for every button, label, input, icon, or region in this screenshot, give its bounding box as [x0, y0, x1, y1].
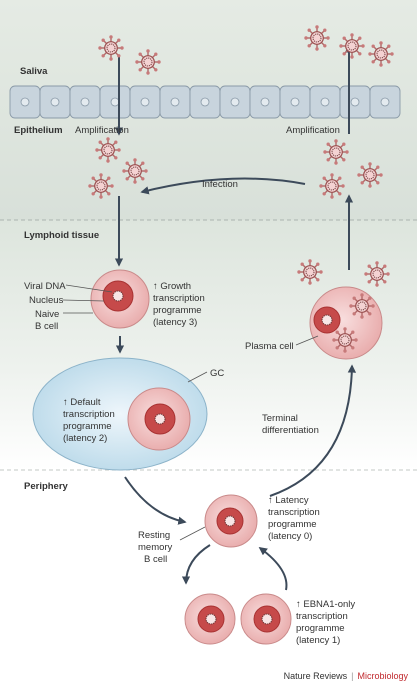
naive-label-line1: Naive [35, 309, 59, 320]
virion-in-plasma-2 [331, 326, 359, 354]
dividing-b-cell-2 [240, 593, 292, 645]
latency0-label-line1: ↑ Latency [268, 495, 309, 506]
nucleus-label: Nucleus [29, 295, 64, 306]
nucleus-pointer [62, 299, 105, 302]
latency0-label-line2: transcription [268, 507, 320, 518]
resting-label-line3: B cell [144, 554, 167, 565]
gc-label: GC [210, 368, 224, 379]
plasma-label: Plasma cell [245, 341, 294, 352]
latency0-label-line4: (latency 0) [268, 531, 312, 542]
amplification-left-label: Amplification [75, 125, 129, 136]
infection-label: Infection [202, 179, 238, 190]
virion-epi-1 [94, 136, 122, 164]
default-label-line4: (latency 2) [63, 433, 107, 444]
virion-saliva-2 [134, 48, 162, 76]
virion-epi-2 [121, 157, 149, 185]
growth-label-line3: programme [153, 305, 202, 316]
infection-arrow [140, 177, 306, 195]
epithelium-label: Epithelium [14, 125, 63, 136]
journal-credit: Nature Reviews| Microbiology [284, 671, 409, 681]
virion-saliva-1 [97, 34, 125, 62]
resting-label-line1: Resting [138, 530, 170, 541]
virion-epi-3 [87, 172, 115, 200]
default-label-line1: ↑ Default [63, 397, 101, 408]
terminal-label-line1: Terminal [262, 413, 298, 424]
terminal-differentiation-arrow [269, 364, 357, 497]
growth-label-line4: (latency 3) [153, 317, 197, 328]
virion-saliva-4 [338, 32, 366, 60]
saliva-label: Saliva [20, 66, 48, 77]
latency0-label-line3: programme [268, 519, 317, 530]
ebna-label-line1: ↑ EBNA1-only [296, 599, 355, 610]
naive-label-line2: B cell [35, 321, 58, 332]
lymphoid-tissue-label: Lymphoid tissue [24, 230, 99, 241]
default-label-line2: transcription [63, 409, 115, 420]
virion-plasma-2 [363, 260, 391, 288]
growth-label-line2: transcription [153, 293, 205, 304]
ebna-label-line2: transcription [296, 611, 348, 622]
resting-pointer [179, 526, 206, 541]
growth-label-line1: ↑ Growth [153, 281, 191, 292]
periphery-label: Periphery [24, 481, 69, 492]
publisher-name: Nature Reviews [284, 671, 348, 681]
epithelium-layer [9, 85, 401, 119]
ebna-label-line3: programme [296, 623, 345, 634]
virion-saliva-3 [303, 24, 331, 52]
terminal-label-line2: differentiation [262, 425, 319, 436]
resting-memory-b-cell [204, 494, 258, 548]
memory-division-arrow [181, 544, 211, 585]
journal-name: Microbiology [357, 671, 408, 681]
virion-plasma-1 [296, 258, 324, 286]
resting-label-line2: memory [138, 542, 173, 553]
dividing-b-cell-1 [184, 593, 236, 645]
viral-dna-pointer [65, 284, 113, 293]
credit-separator: | [351, 671, 353, 681]
virion-in-plasma-1 [348, 292, 376, 320]
gc-b-cell [127, 387, 191, 451]
virion-epi-4 [322, 138, 350, 166]
naive-b-cell [90, 269, 150, 329]
gc-to-memory-arrow [124, 476, 187, 525]
viral-dna-label: Viral DNA [24, 281, 66, 292]
return-to-resting-arrow [258, 547, 288, 591]
amplification-right-label: Amplification [286, 125, 340, 136]
plasma-pointer [295, 335, 319, 346]
virion-epi-5 [356, 161, 384, 189]
ebna-label-line4: (latency 1) [296, 635, 340, 646]
gc-pointer [187, 371, 208, 383]
virion-epi-6 [318, 172, 346, 200]
default-label-line3: programme [63, 421, 112, 432]
virion-saliva-5 [367, 40, 395, 68]
